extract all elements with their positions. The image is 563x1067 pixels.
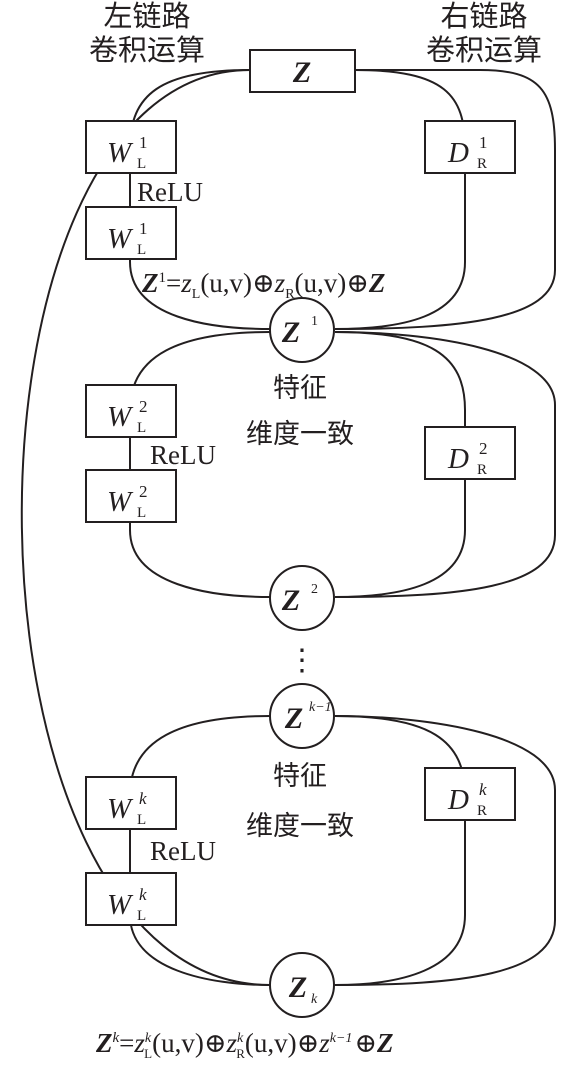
- svg-text:L: L: [137, 505, 146, 521]
- stagek-left-conv-2: W k L: [85, 872, 177, 926]
- stage1-right-conv-sup: 1: [479, 133, 488, 152]
- stage2-relu-label: ReLU: [150, 440, 216, 470]
- stage2-skip-line: [334, 331, 556, 598]
- svg-text:2: 2: [311, 582, 318, 597]
- svg-text:Z: Z: [284, 702, 303, 735]
- stage2: 特征 维度一致 W 2 L ReLU W 2 L D 2 R Z 2: [85, 373, 516, 631]
- ellipsis: ⋮: [287, 644, 317, 677]
- stage1: W 1 L ReLU W 1 L D 1 R Z1=zL(u,v)⊕zR(u,v…: [85, 120, 516, 363]
- svg-text:维度一致: 维度一致: [246, 811, 354, 842]
- svg-text:Z: Z: [281, 584, 300, 617]
- stagek-relu-label: ReLU: [150, 836, 216, 866]
- stage1-left-conv-1-base: W: [107, 137, 134, 169]
- svg-text:W: W: [107, 486, 134, 518]
- input-node-box: [249, 49, 356, 93]
- svg-text:W: W: [107, 889, 134, 921]
- stagek-skip-line: [334, 715, 556, 986]
- svg-text:D: D: [447, 784, 469, 816]
- right-chain-header: 右链路 卷积运算: [426, 0, 542, 67]
- svg-text:W: W: [107, 793, 134, 825]
- svg-text:特征: 特征: [273, 761, 327, 792]
- svg-text:1: 1: [311, 314, 318, 329]
- right-chain-header-line2: 卷积运算: [426, 33, 542, 67]
- svg-text:2: 2: [139, 397, 148, 416]
- stagek-left-conv-1: W k L: [85, 776, 177, 830]
- stagek-input-node: Z k−1: [269, 683, 335, 749]
- stage1-left-conv-1-sub: L: [137, 156, 146, 172]
- svg-text:特征: 特征: [273, 373, 327, 404]
- input-node-symbol: Z: [292, 56, 311, 89]
- svg-text:2: 2: [479, 439, 488, 458]
- stage1-output-node: Z 1: [269, 297, 335, 363]
- stage1-right-conv-base: D: [447, 137, 469, 169]
- svg-text:L: L: [137, 812, 146, 828]
- stage2-left-conv-2: W 2 L: [85, 469, 177, 523]
- svg-text:W: W: [107, 401, 134, 433]
- stage1-left-conv-1: W 1 L: [85, 120, 177, 174]
- stagek: Z k−1 特征 维度一致 W k L ReLU W k L D k R: [85, 683, 516, 1061]
- left-chain-header-line2: 卷积运算: [89, 33, 205, 67]
- stage1-left-conv-2-base: W: [107, 223, 134, 255]
- svg-text:k−1: k−1: [309, 700, 332, 715]
- stage1-left-conv-1-sup: 1: [139, 133, 148, 152]
- svg-text:k: k: [479, 780, 487, 799]
- stagek-left-loop: [129, 715, 271, 986]
- svg-text:W: W: [107, 137, 134, 169]
- stage1-right-loop: [334, 69, 466, 330]
- stage2-note: 特征 维度一致: [246, 373, 354, 450]
- input-node: Z: [249, 49, 356, 93]
- stage2-left-conv-1: W 2 L: [85, 384, 177, 438]
- stagek-note: 特征 维度一致: [246, 761, 354, 842]
- svg-text:2: 2: [139, 482, 148, 501]
- stage1-right-conv-sub: R: [477, 156, 487, 172]
- stagek-right-conv: D k R: [424, 767, 516, 821]
- svg-text:D: D: [447, 443, 469, 475]
- svg-text:Z: Z: [281, 316, 300, 349]
- stage1-left-loop: [129, 69, 271, 330]
- stagek-right-loop: [334, 715, 466, 986]
- stage1-skip-line: [334, 69, 556, 330]
- svg-text:L: L: [137, 420, 146, 436]
- stage2-output-node: Z 2: [269, 565, 335, 631]
- stage1-left-conv-2-sub: L: [137, 242, 146, 258]
- svg-text:k: k: [139, 789, 147, 808]
- stage2-right-conv: D 2 R: [424, 426, 516, 480]
- svg-text:L: L: [137, 908, 146, 924]
- svg-text:R: R: [477, 803, 487, 819]
- right-chain-header-line1: 右链路: [440, 0, 527, 33]
- svg-text:k: k: [311, 992, 318, 1007]
- svg-text:R: R: [477, 462, 487, 478]
- stage1-left-conv-2-sup: 1: [139, 219, 148, 238]
- svg-text:D: D: [447, 137, 469, 169]
- svg-text:Z: Z: [288, 971, 307, 1004]
- stage1-right-conv: D 1 R: [424, 120, 516, 174]
- svg-text:W: W: [107, 223, 134, 255]
- svg-text:维度一致: 维度一致: [246, 419, 354, 450]
- left-chain-header-line1: 左链路: [103, 0, 190, 33]
- stage1-relu-label: ReLU: [137, 177, 203, 207]
- stagek-output-node: Z k: [269, 952, 335, 1018]
- stage1-left-conv-2: W 1 L: [85, 206, 177, 260]
- left-chain-header: 左链路 卷积运算: [89, 0, 205, 67]
- stage1-formula: Z1=zL(u,v)⊕zR(u,v)⊕Z: [141, 268, 385, 302]
- svg-text:k: k: [139, 885, 147, 904]
